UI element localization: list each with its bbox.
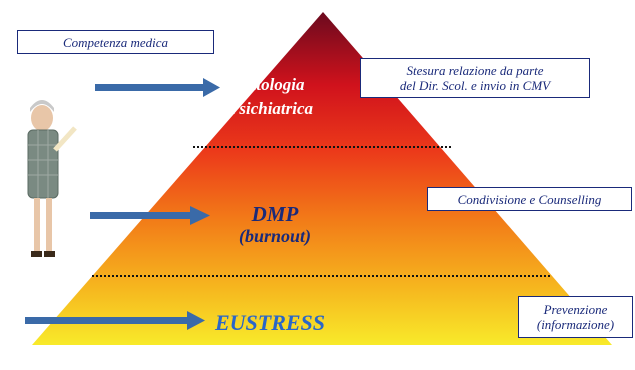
box-competenza-medica-text: Competenza medica — [62, 34, 169, 50]
level-middle-label-line2: (burnout) — [238, 226, 312, 246]
box-prevenzione-line1: Prevenzione — [543, 302, 608, 317]
level-middle-label: DMP (burnout) — [220, 203, 330, 247]
box-stesura-line2: del Dir. Scol. e invio in CMV — [399, 78, 551, 93]
level-top-label-line2: Psichiatrica — [228, 99, 314, 118]
box-competenza-medica: Competenza medica — [17, 30, 214, 54]
level-middle-label-line1: DMP — [251, 202, 299, 226]
box-condivisione-text: Condivisione e Counselling — [457, 191, 602, 207]
arrow-bottom — [25, 311, 205, 330]
box-stesura-relazione: Stesura relazione da parte del Dir. Scol… — [360, 58, 590, 98]
level-bottom-label-text: EUSTRESS — [214, 310, 326, 335]
level-bottom-label: EUSTRESS — [190, 309, 350, 337]
pyramid-shape — [32, 12, 612, 345]
box-prevenzione-line2: (informazione) — [536, 317, 615, 332]
box-stesura-line1: Stesura relazione da parte — [406, 63, 544, 78]
teacher-figure-icon — [27, 100, 77, 257]
level-top-label: Patologia Psichiatrica — [213, 73, 329, 121]
box-condivisione: Condivisione e Counselling — [427, 187, 632, 211]
level-top-label-line1: Patologia — [237, 75, 305, 94]
arrow-top — [95, 78, 220, 97]
box-prevenzione: Prevenzione (informazione) — [518, 296, 633, 338]
arrow-middle — [90, 206, 210, 225]
